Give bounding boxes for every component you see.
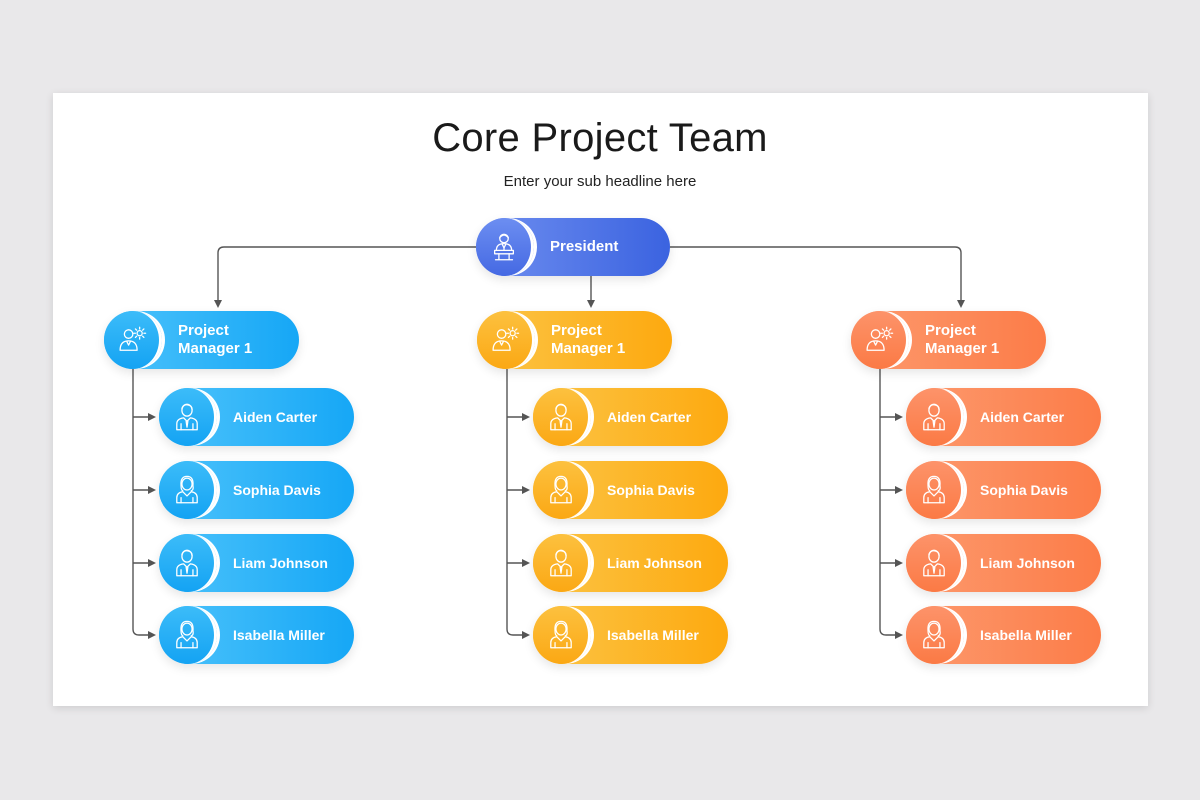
manager-gear-icon bbox=[477, 311, 535, 369]
member-node: Aiden Carter bbox=[159, 388, 354, 446]
page-title: Core Project Team bbox=[432, 116, 768, 160]
member-node: Aiden Carter bbox=[533, 388, 728, 446]
female-person-icon bbox=[159, 461, 217, 519]
male-person-icon bbox=[906, 534, 964, 592]
member-name: Liam Johnson bbox=[980, 555, 1075, 571]
member-node: Sophia Davis bbox=[159, 461, 354, 519]
manager-title-line2: Manager 1 bbox=[178, 340, 253, 357]
member-node: Isabella Miller bbox=[906, 606, 1101, 664]
member-name: Isabella Miller bbox=[980, 627, 1072, 643]
member-node: Sophia Davis bbox=[533, 461, 728, 519]
male-person-icon bbox=[159, 534, 217, 592]
female-person-icon bbox=[906, 461, 964, 519]
connector-team2-trunk bbox=[506, 369, 530, 639]
member-name: Liam Johnson bbox=[607, 555, 702, 571]
female-person-icon bbox=[159, 606, 217, 664]
manager-node-1: Project Manager 1 bbox=[104, 311, 299, 369]
member-name: Sophia Davis bbox=[980, 482, 1068, 498]
member-name: Aiden Carter bbox=[980, 409, 1065, 425]
male-person-icon bbox=[533, 534, 591, 592]
member-name: Aiden Carter bbox=[233, 409, 318, 425]
connector-team3-trunk bbox=[879, 369, 903, 639]
manager-title-line1: Project bbox=[551, 322, 602, 339]
member-node: Liam Johnson bbox=[906, 534, 1101, 592]
member-name: Sophia Davis bbox=[607, 482, 695, 498]
manager-title-line1: Project bbox=[178, 322, 229, 339]
president-node: President bbox=[476, 218, 670, 276]
member-node: Isabella Miller bbox=[159, 606, 354, 664]
connector-team1-trunk bbox=[132, 369, 156, 639]
president-podium-icon bbox=[476, 218, 534, 276]
president-label: President bbox=[550, 238, 619, 255]
male-person-icon bbox=[533, 388, 591, 446]
manager-gear-icon bbox=[851, 311, 909, 369]
female-person-icon bbox=[533, 606, 591, 664]
member-node: Liam Johnson bbox=[159, 534, 354, 592]
page-subtitle: Enter your sub headline here bbox=[503, 173, 697, 190]
member-name: Aiden Carter bbox=[607, 409, 692, 425]
member-name: Isabella Miller bbox=[607, 627, 699, 643]
manager-title-line2: Manager 1 bbox=[925, 340, 1000, 357]
member-node: Liam Johnson bbox=[533, 534, 728, 592]
connector-president-left bbox=[214, 246, 476, 308]
female-person-icon bbox=[906, 606, 964, 664]
connector-president-right bbox=[670, 246, 965, 308]
manager-gear-icon bbox=[104, 311, 162, 369]
member-node: Aiden Carter bbox=[906, 388, 1101, 446]
manager-title-line1: Project bbox=[925, 322, 976, 339]
member-name: Isabella Miller bbox=[233, 627, 325, 643]
member-name: Sophia Davis bbox=[233, 482, 321, 498]
member-node: Isabella Miller bbox=[533, 606, 728, 664]
male-person-icon bbox=[906, 388, 964, 446]
male-person-icon bbox=[159, 388, 217, 446]
member-name: Liam Johnson bbox=[233, 555, 328, 571]
female-person-icon bbox=[533, 461, 591, 519]
manager-title-line2: Manager 1 bbox=[551, 340, 626, 357]
manager-node-2: Project Manager 1 bbox=[477, 311, 672, 369]
member-node: Sophia Davis bbox=[906, 461, 1101, 519]
manager-node-3: Project Manager 1 bbox=[851, 311, 1046, 369]
